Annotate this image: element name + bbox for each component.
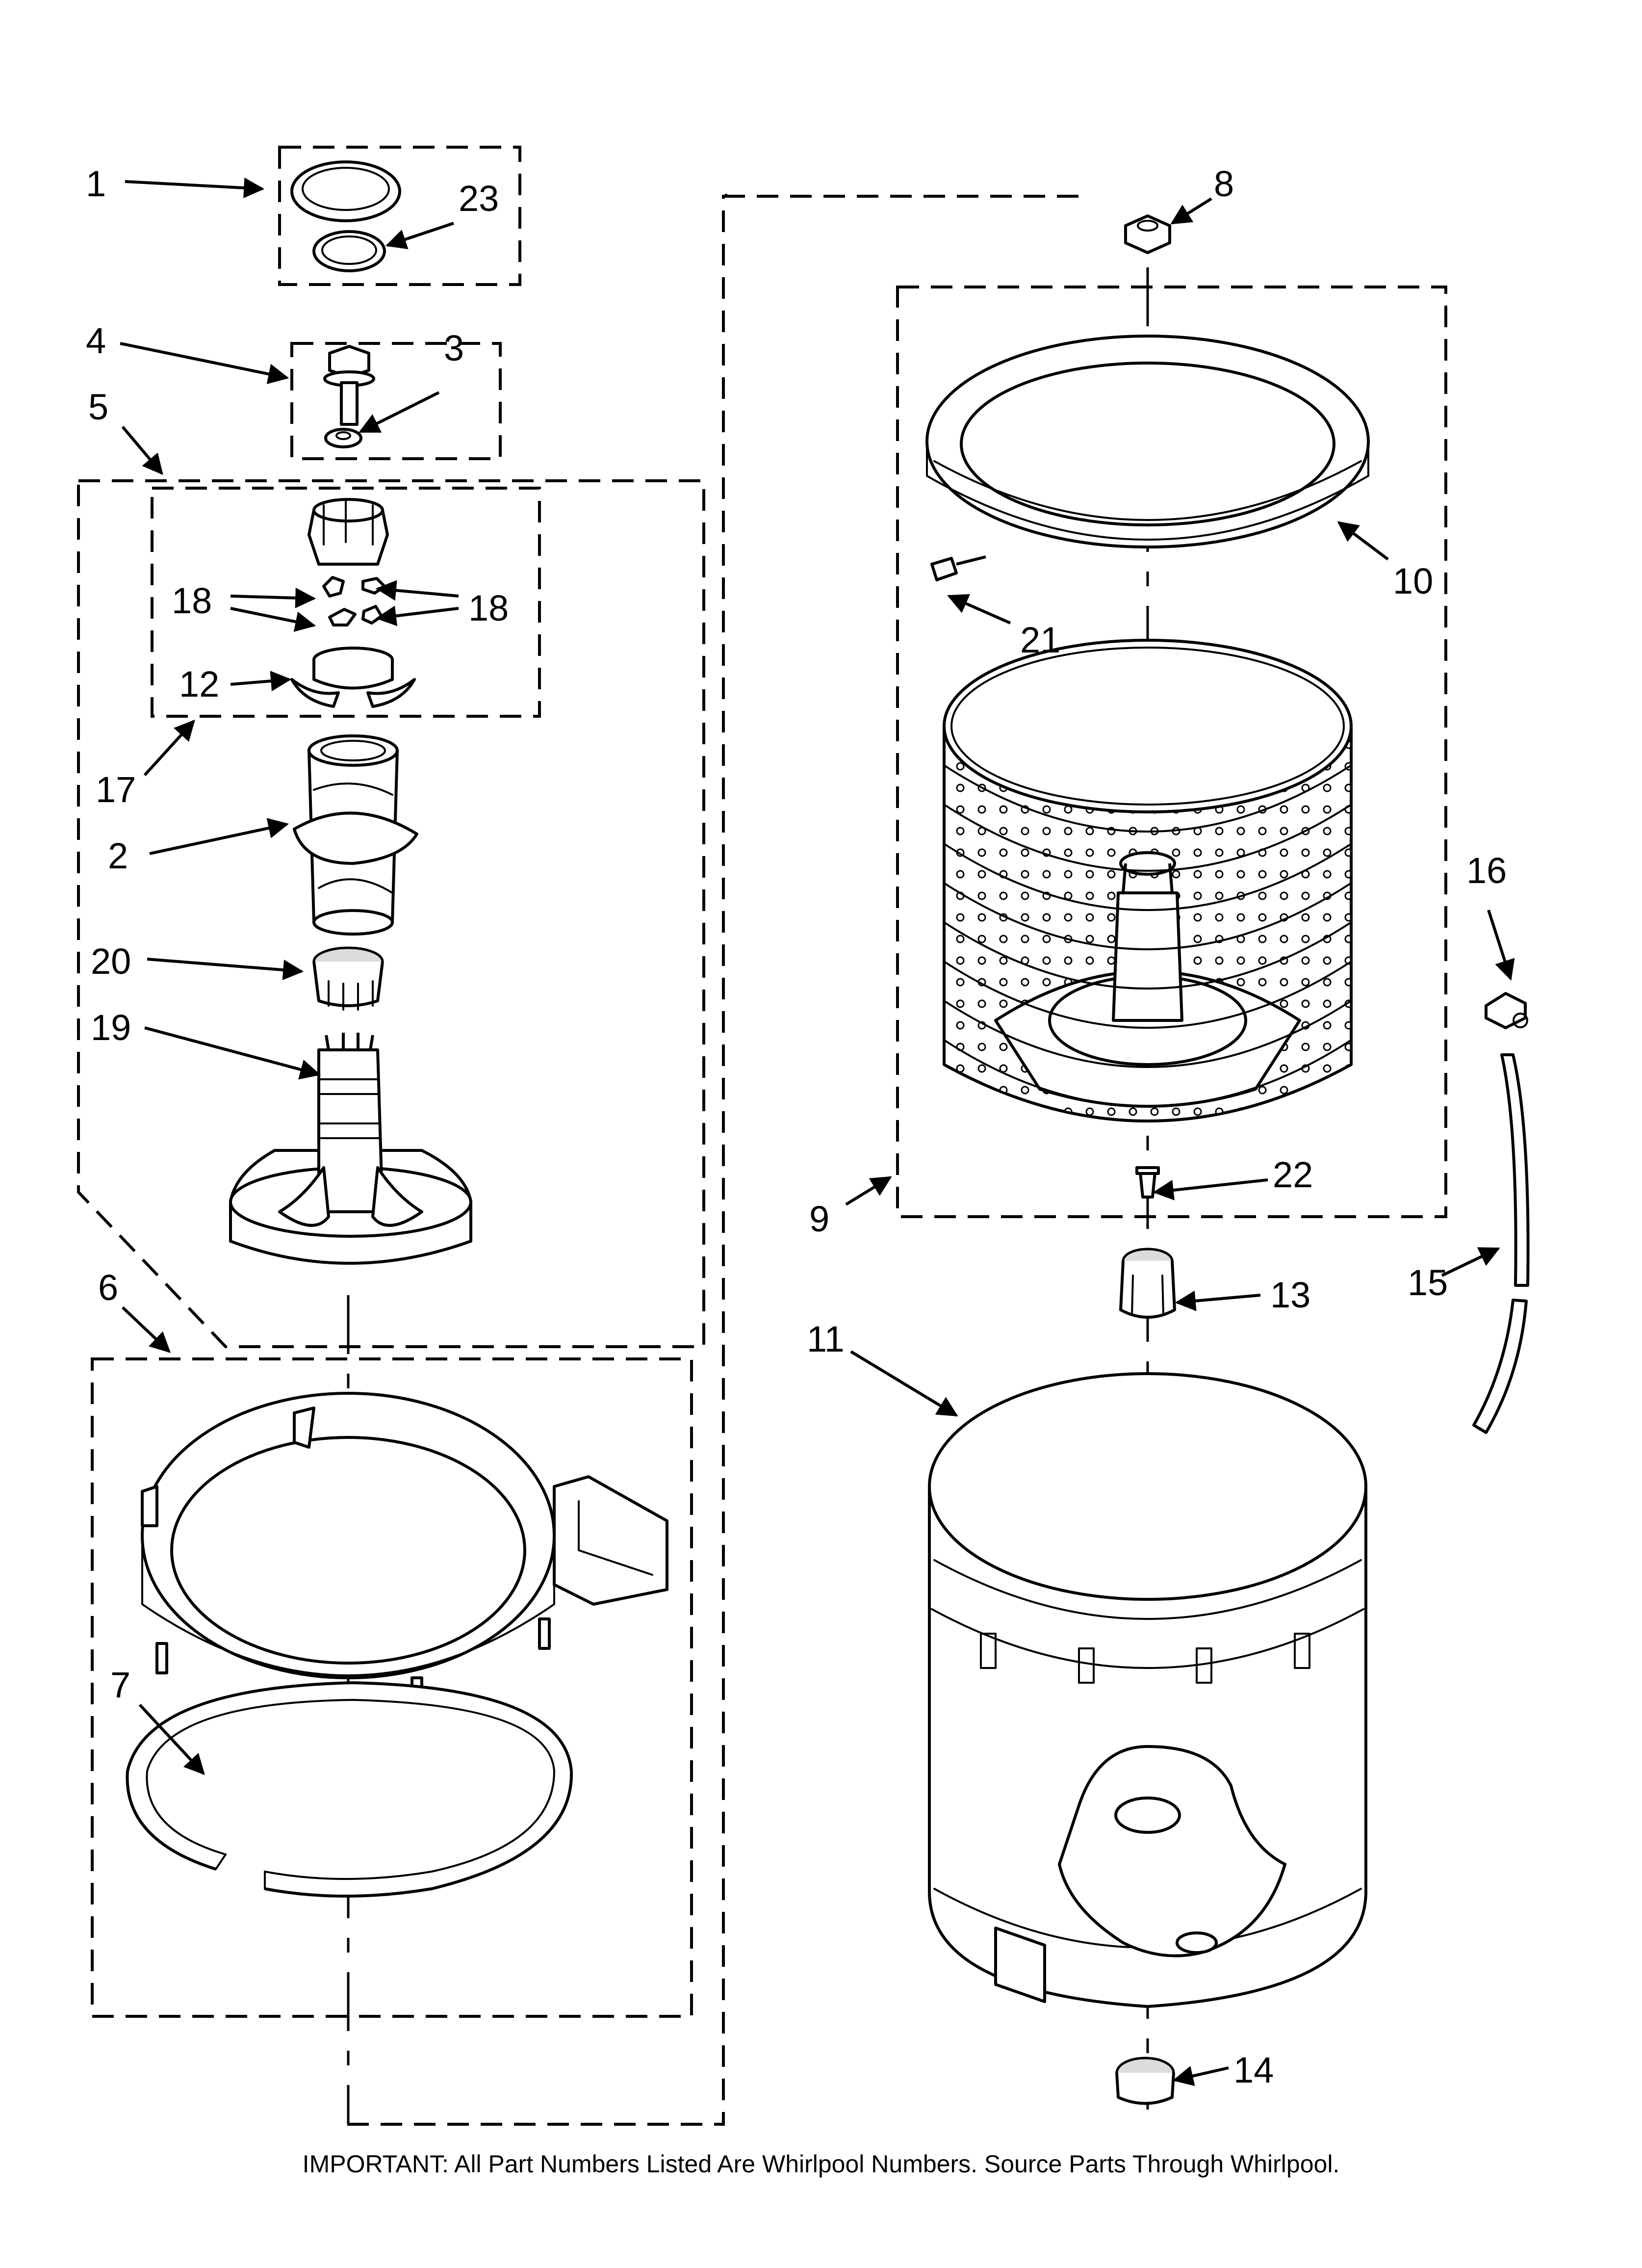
washer-part-3	[324, 428, 362, 448]
dogs-part-18	[322, 576, 386, 626]
callout-22: 22	[1273, 1154, 1313, 1195]
callout-14: 14	[1233, 2050, 1274, 2090]
basket-part-9	[943, 639, 1353, 1122]
screw-part-21	[930, 555, 986, 581]
agitator-base-part-19	[229, 1033, 472, 1265]
callout-4: 4	[86, 320, 106, 361]
callout-13: 13	[1270, 1275, 1310, 1315]
nut-part-8	[1124, 214, 1171, 254]
callout-21: 21	[1020, 620, 1060, 660]
outer-tub-part-11	[928, 1372, 1367, 2008]
callout-2: 2	[108, 835, 128, 876]
hub-part-13	[1119, 1248, 1176, 1319]
cap-seal-part-1	[290, 160, 401, 222]
grommet-part-14	[1115, 2057, 1175, 2105]
cam-part-top	[308, 498, 389, 566]
callout-12-left: 12	[179, 664, 219, 704]
callout-19: 19	[91, 1007, 131, 1048]
callout-1: 1	[86, 163, 106, 204]
callout-20: 20	[91, 941, 131, 982]
clamp-part-16	[1485, 992, 1528, 1029]
callout-3: 3	[444, 328, 464, 368]
callout-7: 7	[110, 1665, 130, 1705]
callout-17: 17	[96, 769, 136, 810]
callout-6: 6	[98, 1267, 118, 1308]
group-box-17	[151, 487, 541, 718]
leader-arrows	[120, 178, 1515, 2086]
group-box-9	[896, 286, 1447, 1218]
snap-ring-part-7	[126, 1681, 573, 1898]
callout-18-left: 18	[172, 580, 212, 621]
callout-10: 10	[1393, 561, 1433, 601]
callout-18-right: 18	[468, 588, 509, 628]
callout-8: 8	[1214, 163, 1234, 204]
callout-9: 9	[809, 1199, 829, 1239]
balance-ring-part-10	[925, 335, 1370, 548]
group-box-5	[77, 479, 705, 1348]
group-box-1-23	[278, 146, 521, 286]
callout-5: 5	[88, 387, 108, 427]
bolt-part-4	[323, 345, 375, 426]
callout-23: 23	[459, 178, 499, 219]
drive-bell-part-20	[312, 946, 384, 1011]
callout-16: 16	[1466, 850, 1507, 891]
tub-ring-part-6	[141, 1392, 668, 1719]
group-box-9-assembly	[347, 194, 1084, 2126]
footer-notice: IMPORTANT: All Part Numbers Listed Are W…	[303, 2150, 1340, 2178]
auger-part-2	[293, 734, 418, 936]
group-box-6	[91, 1357, 693, 2018]
hose-part-15	[1472, 1053, 1530, 1434]
group-box-3-4	[290, 342, 502, 460]
o-ring-part-23	[312, 230, 386, 272]
callout-11: 11	[807, 1319, 845, 1359]
cam-retainer-part-12	[290, 647, 416, 708]
screw-part-22	[1135, 1166, 1160, 1199]
callout-15: 15	[1408, 1262, 1448, 1303]
